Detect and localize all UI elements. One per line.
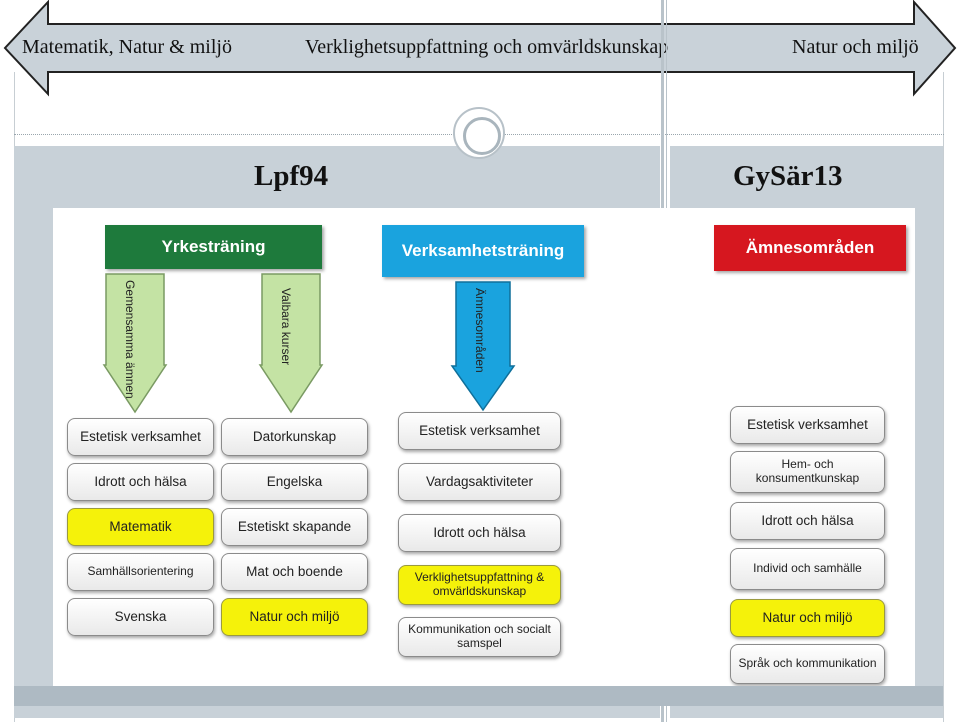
item-natur-och-miljo: Natur och miljö	[221, 598, 368, 636]
item-matematik: Matematik	[67, 508, 214, 546]
banner-label-center: Verklighetsuppfattning och omvärldskunsk…	[305, 36, 669, 58]
item-estetiskt-skapande: Estetiskt skapande	[221, 508, 368, 546]
item-kommunikation-och-socialt-samspel: Kommunikation och socialt samspel	[398, 617, 561, 657]
header-yrkestraning: Yrkesträning	[105, 225, 322, 269]
header-amnesomraden: Ämnesområden	[714, 225, 906, 271]
item-mat-och-boende: Mat och boende	[221, 553, 368, 591]
ring-ornament-icon	[453, 107, 505, 159]
arrow-label-gemensamma: Gemensamma ämnen	[123, 280, 137, 399]
item-svenska: Svenska	[67, 598, 214, 636]
item-natur-och-miljo: Natur och miljö	[730, 599, 885, 637]
arrow-label-valbara: Valbara kurser	[279, 288, 293, 366]
arrow-valbara	[258, 273, 324, 414]
bottom-strip	[14, 686, 943, 706]
item-idrott-och-halsa: Idrott och hälsa	[730, 502, 885, 540]
double-arrow-banner	[3, 0, 957, 97]
arrow-label-amnesomraden: Ämnesområden	[473, 288, 487, 373]
frame-right-line	[943, 72, 944, 722]
item-idrott-och-halsa: Idrott och hälsa	[398, 514, 561, 552]
item-individ-och-samhalle: Individ och samhälle	[730, 548, 885, 590]
item-samhallsorientering: Samhällsorientering	[67, 553, 214, 591]
item-verklighetsuppfattning: Verklighetsuppfattning & omvärldskunskap	[398, 565, 561, 605]
banner-label-left: Matematik, Natur & miljö	[22, 36, 232, 58]
header-verksamhetstraning: Verksamhetsträning	[382, 225, 584, 277]
item-estetisk-verksamhet: Estetisk verksamhet	[398, 412, 561, 450]
item-hem-och-konsumentkunskap: Hem- och konsumentkunskap	[730, 451, 885, 493]
item-estetisk-verksamhet: Estetisk verksamhet	[730, 406, 885, 444]
banner-label-right: Natur och miljö	[792, 36, 919, 58]
item-engelska: Engelska	[221, 463, 368, 501]
arrow-gemensamma	[102, 273, 168, 414]
heading-gysar13: GySär13	[733, 160, 843, 192]
arrow-amnesomraden	[450, 281, 516, 412]
item-estetisk-verksamhet: Estetisk verksamhet	[67, 418, 214, 456]
item-datorkunskap: Datorkunskap	[221, 418, 368, 456]
item-vardagsaktiviteter: Vardagsaktiviteter	[398, 463, 561, 501]
item-sprak-och-kommunikation: Språk och kommunikation	[730, 644, 885, 684]
item-idrott-och-halsa: Idrott och hälsa	[67, 463, 214, 501]
heading-lpf94: Lpf94	[254, 160, 329, 192]
